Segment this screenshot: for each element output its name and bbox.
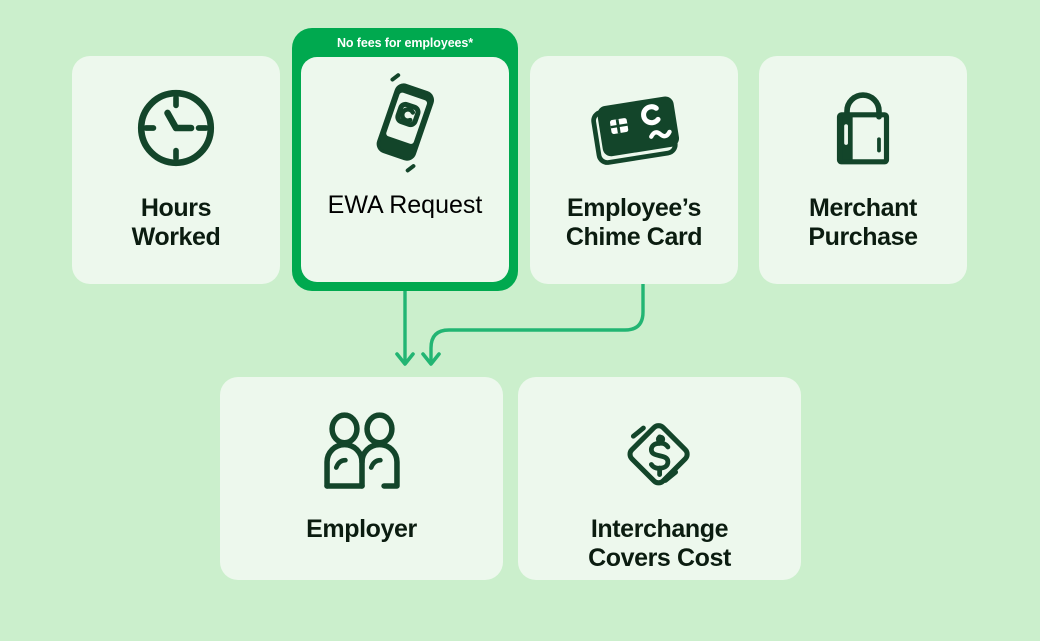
card-label-employees-chime-card: Employee’s Chime Card xyxy=(565,194,703,251)
card-interchange-covers-cost[interactable]: Interchange Covers Cost xyxy=(518,377,801,580)
card-label-merchant-purchase: Merchant Purchase xyxy=(808,194,918,251)
card-employees-chime-card[interactable]: Employee’s Chime Card xyxy=(530,56,738,284)
card-label-employer: Employer xyxy=(306,515,417,543)
two-people-icon xyxy=(314,399,410,503)
clock-icon xyxy=(129,74,223,182)
card-label-ewa-request: EWA Request xyxy=(327,191,483,219)
card-merchant-purchase[interactable]: Merchant Purchase xyxy=(759,56,967,284)
chime-card-icon xyxy=(582,74,686,182)
card-employer[interactable]: Employer xyxy=(220,377,503,580)
phone-chime-app-icon xyxy=(355,73,455,181)
card-ewa-request[interactable]: EWA Request xyxy=(301,57,509,282)
card-hours-worked[interactable]: Hours Worked xyxy=(72,56,280,284)
price-tag-dollar-icon xyxy=(612,399,708,503)
card-ewa-request-highlight[interactable]: No fees for employees* EWA Request xyxy=(292,28,518,291)
banner-no-fees: No fees for employees* xyxy=(336,35,474,50)
card-label-hours-worked: Hours Worked xyxy=(131,194,221,251)
shopping-bag-icon xyxy=(816,74,910,182)
card-label-interchange-covers-cost: Interchange Covers Cost xyxy=(588,515,731,572)
